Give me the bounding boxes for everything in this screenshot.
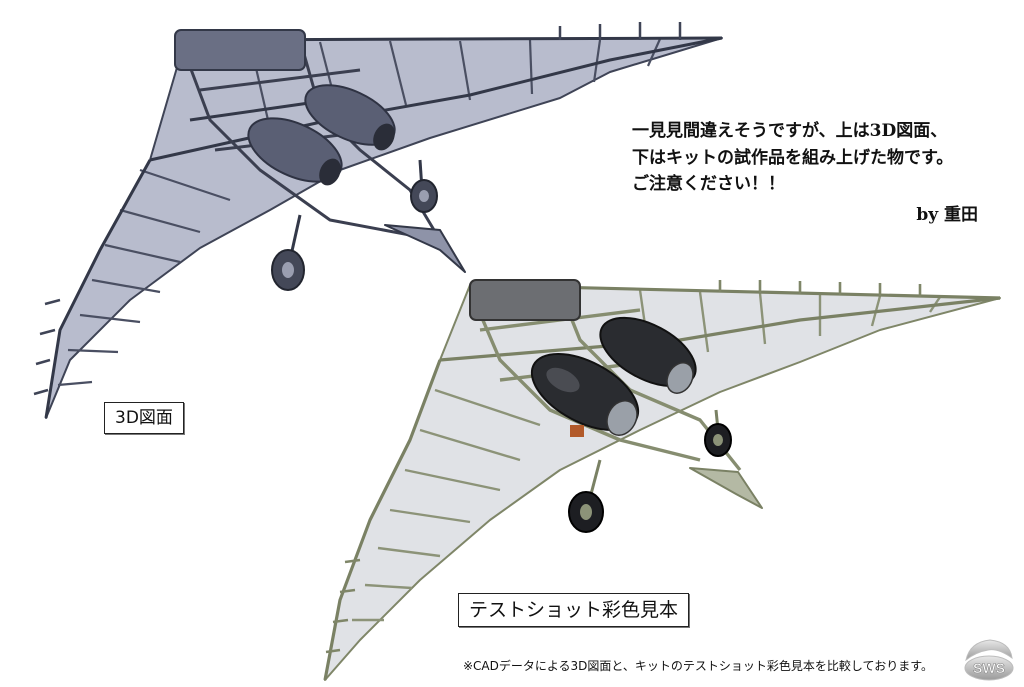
sws-logo: SWS	[964, 639, 1014, 681]
test-shot-engines	[530, 316, 697, 436]
explanatory-note: 一見見間違えそうですが、上は3D図面、 下はキットの試作品を組み上げた物です。 …	[632, 118, 1012, 228]
sws-logo-text: SWS	[973, 660, 1005, 676]
cad-drawing-label: 3D図面	[104, 402, 184, 434]
note-line-3: ご注意ください！！	[632, 174, 785, 194]
cad-rib-tabs	[33, 22, 682, 396]
test-shot-wing-ribs	[352, 289, 941, 622]
cad-landing-gear	[271, 159, 466, 291]
footnote: ※CADデータによる3D図面と、キットのテストショット彩色見本を比較しております…	[463, 659, 934, 673]
test-shot-rib-tabs	[325, 280, 922, 654]
test-shot-aircraft-photo	[323, 279, 1001, 681]
cad-wing-ribs	[57, 38, 662, 387]
note-signature: by 重田	[916, 204, 978, 225]
note-line-2: 下はキットの試作品を組み上げた物です。	[632, 147, 954, 168]
cad-engines	[247, 84, 396, 186]
test-shot-label: テストショット彩色見本	[458, 593, 690, 627]
note-line-1: 一見見間違えそうですが、上は3D図面、	[632, 121, 948, 141]
test-shot-landing-gear	[568, 409, 763, 533]
cad-aircraft-render	[33, 22, 723, 419]
